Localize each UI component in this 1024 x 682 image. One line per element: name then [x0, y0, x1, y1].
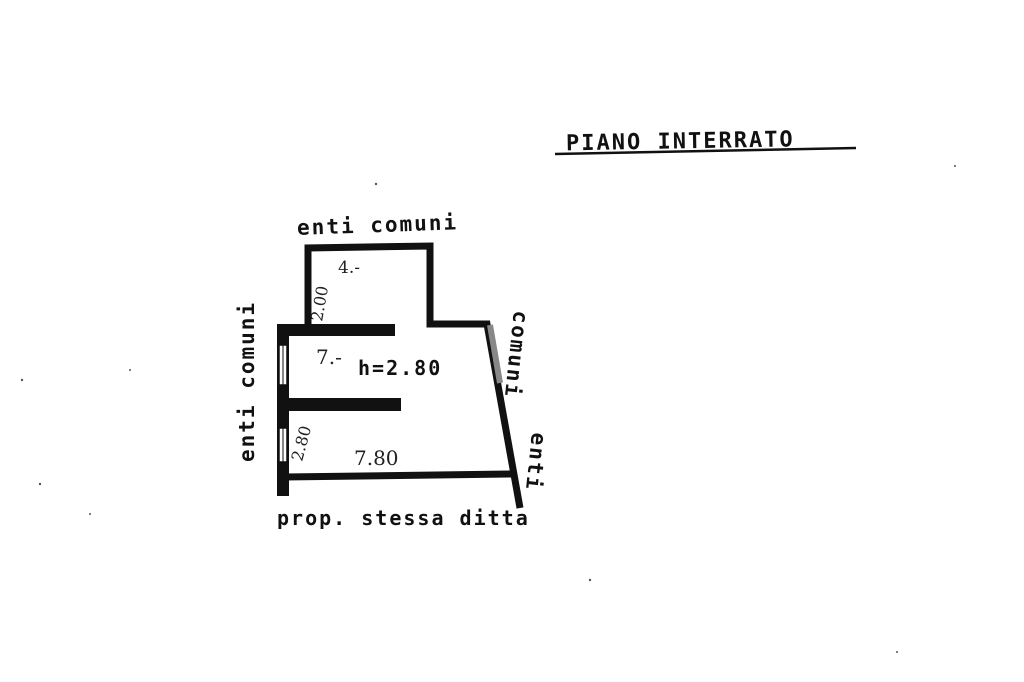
title-underline [554, 146, 857, 156]
plan-upper-partition [277, 324, 395, 336]
mid-width-annotation: 7.- [316, 345, 342, 369]
plan-lower-partition [283, 398, 401, 411]
label-bottom-prop-stessa-ditta: prop. stessa ditta [277, 506, 530, 530]
label-left-enti-comuni: enti comuni [235, 301, 259, 462]
label-top-enti-comuni: enti comuni [297, 210, 459, 240]
plan-bottom-wall [283, 470, 513, 481]
lower-depth-annotation: 2.80 [288, 424, 316, 463]
scan-noise [20, 165, 956, 653]
floor-plan [277, 242, 524, 509]
label-right-comuni: comuni [500, 309, 533, 399]
right-wall-shade [487, 324, 503, 384]
height-annotation: h=2.80 [358, 356, 442, 380]
small-room-width-annotation: 4.- [338, 258, 360, 278]
label-right-enti: enti [521, 431, 551, 492]
lower-width-annotation: 7.80 [354, 446, 399, 470]
